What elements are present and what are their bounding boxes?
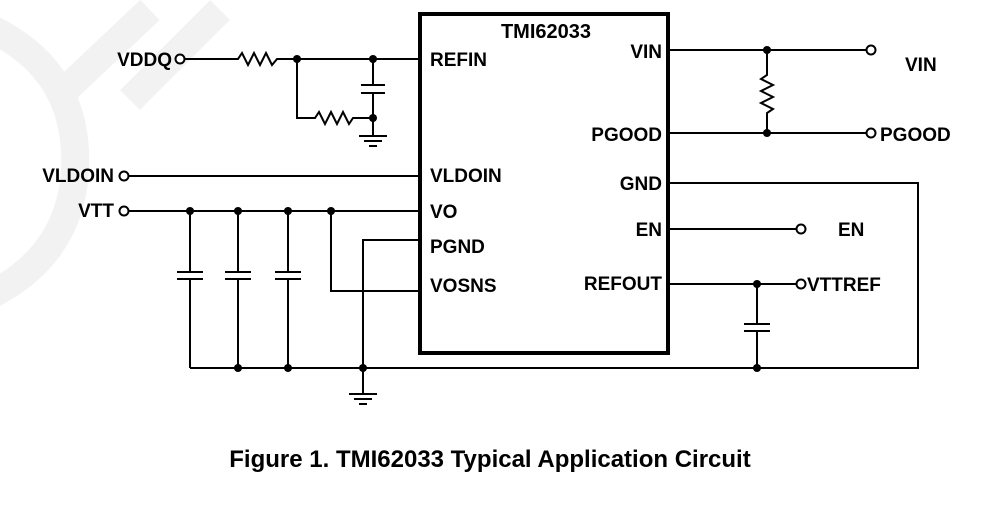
capacitor-vtt-3 xyxy=(275,211,301,368)
terminal-label-pgood: PGOOD xyxy=(880,125,951,146)
pin-vo: VO xyxy=(430,202,457,223)
wire-vosns xyxy=(330,211,420,292)
watermark xyxy=(0,0,230,306)
pin-pgnd: PGND xyxy=(430,237,485,258)
terminal-label-en: EN xyxy=(838,220,864,241)
terminal-label-vin: VIN xyxy=(905,55,937,76)
pin-vosns: VOSNS xyxy=(430,276,497,297)
terminal-label-vttref: VTTREF xyxy=(807,275,881,296)
resistor-pullup xyxy=(758,50,776,133)
resistor-r1 xyxy=(185,50,420,68)
terminal-vttref xyxy=(795,278,807,290)
terminal-label-vddq: VDDQ xyxy=(117,50,172,71)
junction xyxy=(234,364,242,372)
ground-rail xyxy=(190,182,919,369)
capacitor-refout xyxy=(744,284,770,368)
capacitor-vtt-2 xyxy=(225,211,251,368)
refin-network: VDDQ xyxy=(117,50,420,147)
terminal-label-vtt: VTT xyxy=(78,201,114,222)
junction xyxy=(369,114,377,122)
pin-en: EN xyxy=(636,220,662,241)
pin-vin: VIN xyxy=(630,42,662,63)
junction xyxy=(284,364,292,372)
chip-name: TMI62033 xyxy=(501,21,591,43)
pin-gnd: GND xyxy=(620,174,662,195)
resistor-r2 xyxy=(296,59,373,127)
terminal-pgood xyxy=(865,127,877,139)
figure-caption: Figure 1. TMI62033 Typical Application C… xyxy=(229,446,751,473)
pin-refout: REFOUT xyxy=(584,274,663,295)
pin-vldoin: VLDOIN xyxy=(430,166,502,187)
pin-pgood: PGOOD xyxy=(591,125,662,146)
capacitor-refin xyxy=(361,59,385,136)
terminal-vtt xyxy=(118,205,130,217)
terminal-vin xyxy=(865,44,877,56)
terminal-vldoin xyxy=(118,170,130,182)
ground-icon xyxy=(359,135,387,147)
terminal-en xyxy=(795,223,807,235)
wire-pgnd xyxy=(362,239,420,368)
chip-body xyxy=(418,12,670,355)
capacitor-vtt-1 xyxy=(177,211,203,368)
ground-icon xyxy=(349,368,377,405)
terminal-label-vldoin: VLDOIN xyxy=(42,166,114,187)
terminal-vddq xyxy=(174,53,186,65)
pin-refin: REFIN xyxy=(430,50,487,71)
